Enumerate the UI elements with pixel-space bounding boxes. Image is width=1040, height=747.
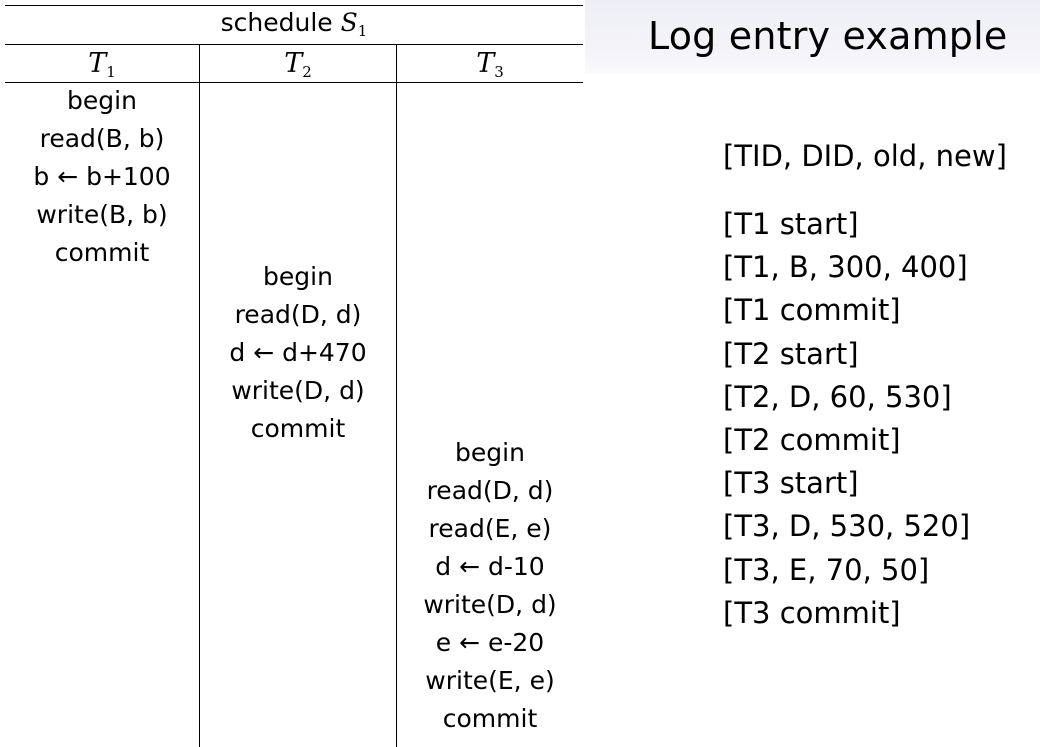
caption-rule (5, 44, 583, 45)
operation-line: write(B, b) (36, 200, 168, 229)
column-header-t3: T3 (397, 46, 583, 82)
operation-line: begin (455, 438, 525, 467)
log-entry: [T3, D, 530, 520] (723, 509, 971, 544)
operation-line: begin (67, 86, 137, 115)
operation-line: begin (263, 262, 333, 291)
log-entry: [T3 commit] (723, 595, 901, 630)
t2-operations: begin read(D, d) d ← d+470 write(D, d) c… (200, 258, 396, 448)
t1-operations: begin read(B, b) b ← b+100 write(B, b) c… (5, 82, 199, 272)
schedule-table: schedule S1 T1 T2 T3 begin read(B, b) b … (5, 5, 583, 747)
operation-line: commit (250, 414, 346, 443)
column-header-t1: T1 (5, 46, 199, 82)
operation-line: commit (442, 704, 538, 733)
operation-line: e ← e-20 (435, 628, 545, 657)
column-header-sub: 1 (106, 63, 116, 81)
schedule-caption-text: schedule (220, 8, 341, 37)
column-header-sub: 2 (302, 63, 312, 81)
log-entry: [T1 commit] (723, 293, 901, 328)
t3-operations: begin read(D, d) read(E, e) d ← d-10 wri… (397, 434, 583, 738)
operation-line: write(E, e) (425, 666, 555, 695)
operation-line: d ← d+470 (229, 338, 367, 367)
log-entry: [T2 start] (723, 336, 859, 371)
log-entry: [T3, E, 70, 50] (723, 552, 930, 587)
log-entry: [T1 start] (723, 207, 859, 241)
operation-line: read(D, d) (234, 300, 362, 329)
column-header-sub: 3 (494, 63, 504, 81)
log-entry-list: [T1 start] [T1, B, 300, 400] [T1 commit]… (723, 203, 970, 635)
log-entry: [T3 start] (723, 466, 859, 501)
header-rule (5, 82, 583, 83)
operation-line: write(D, d) (231, 376, 365, 405)
table-top-rule (5, 5, 583, 6)
operation-line: commit (54, 238, 150, 267)
log-format-header: [TID, DID, old, new] (723, 139, 1007, 173)
log-entry: [T2 commit] (723, 422, 901, 457)
log-entry: [T2, D, 60, 530] (723, 379, 952, 414)
frame-title: Log entry example (648, 14, 1008, 58)
operation-line: d ← d-10 (435, 552, 545, 581)
operation-line: write(D, d) (423, 590, 557, 619)
operation-line: read(B, b) (39, 124, 165, 153)
column-divider-1 (199, 44, 200, 747)
column-divider-2 (396, 44, 397, 747)
column-header-var: T (476, 48, 495, 79)
operation-line: read(E, e) (428, 514, 552, 543)
column-header-var: T (88, 48, 107, 79)
schedule-caption: schedule S1 (5, 6, 583, 48)
column-header-t2: T2 (200, 46, 396, 82)
operation-line: read(D, d) (426, 476, 554, 505)
log-entry: [T1, B, 300, 400] (723, 250, 968, 285)
schedule-caption-var: S (340, 8, 358, 37)
column-header-var: T (284, 48, 303, 79)
schedule-caption-sub: 1 (357, 22, 368, 40)
operation-line: b ← b+100 (33, 162, 171, 191)
frame-title-band (585, 0, 1040, 74)
